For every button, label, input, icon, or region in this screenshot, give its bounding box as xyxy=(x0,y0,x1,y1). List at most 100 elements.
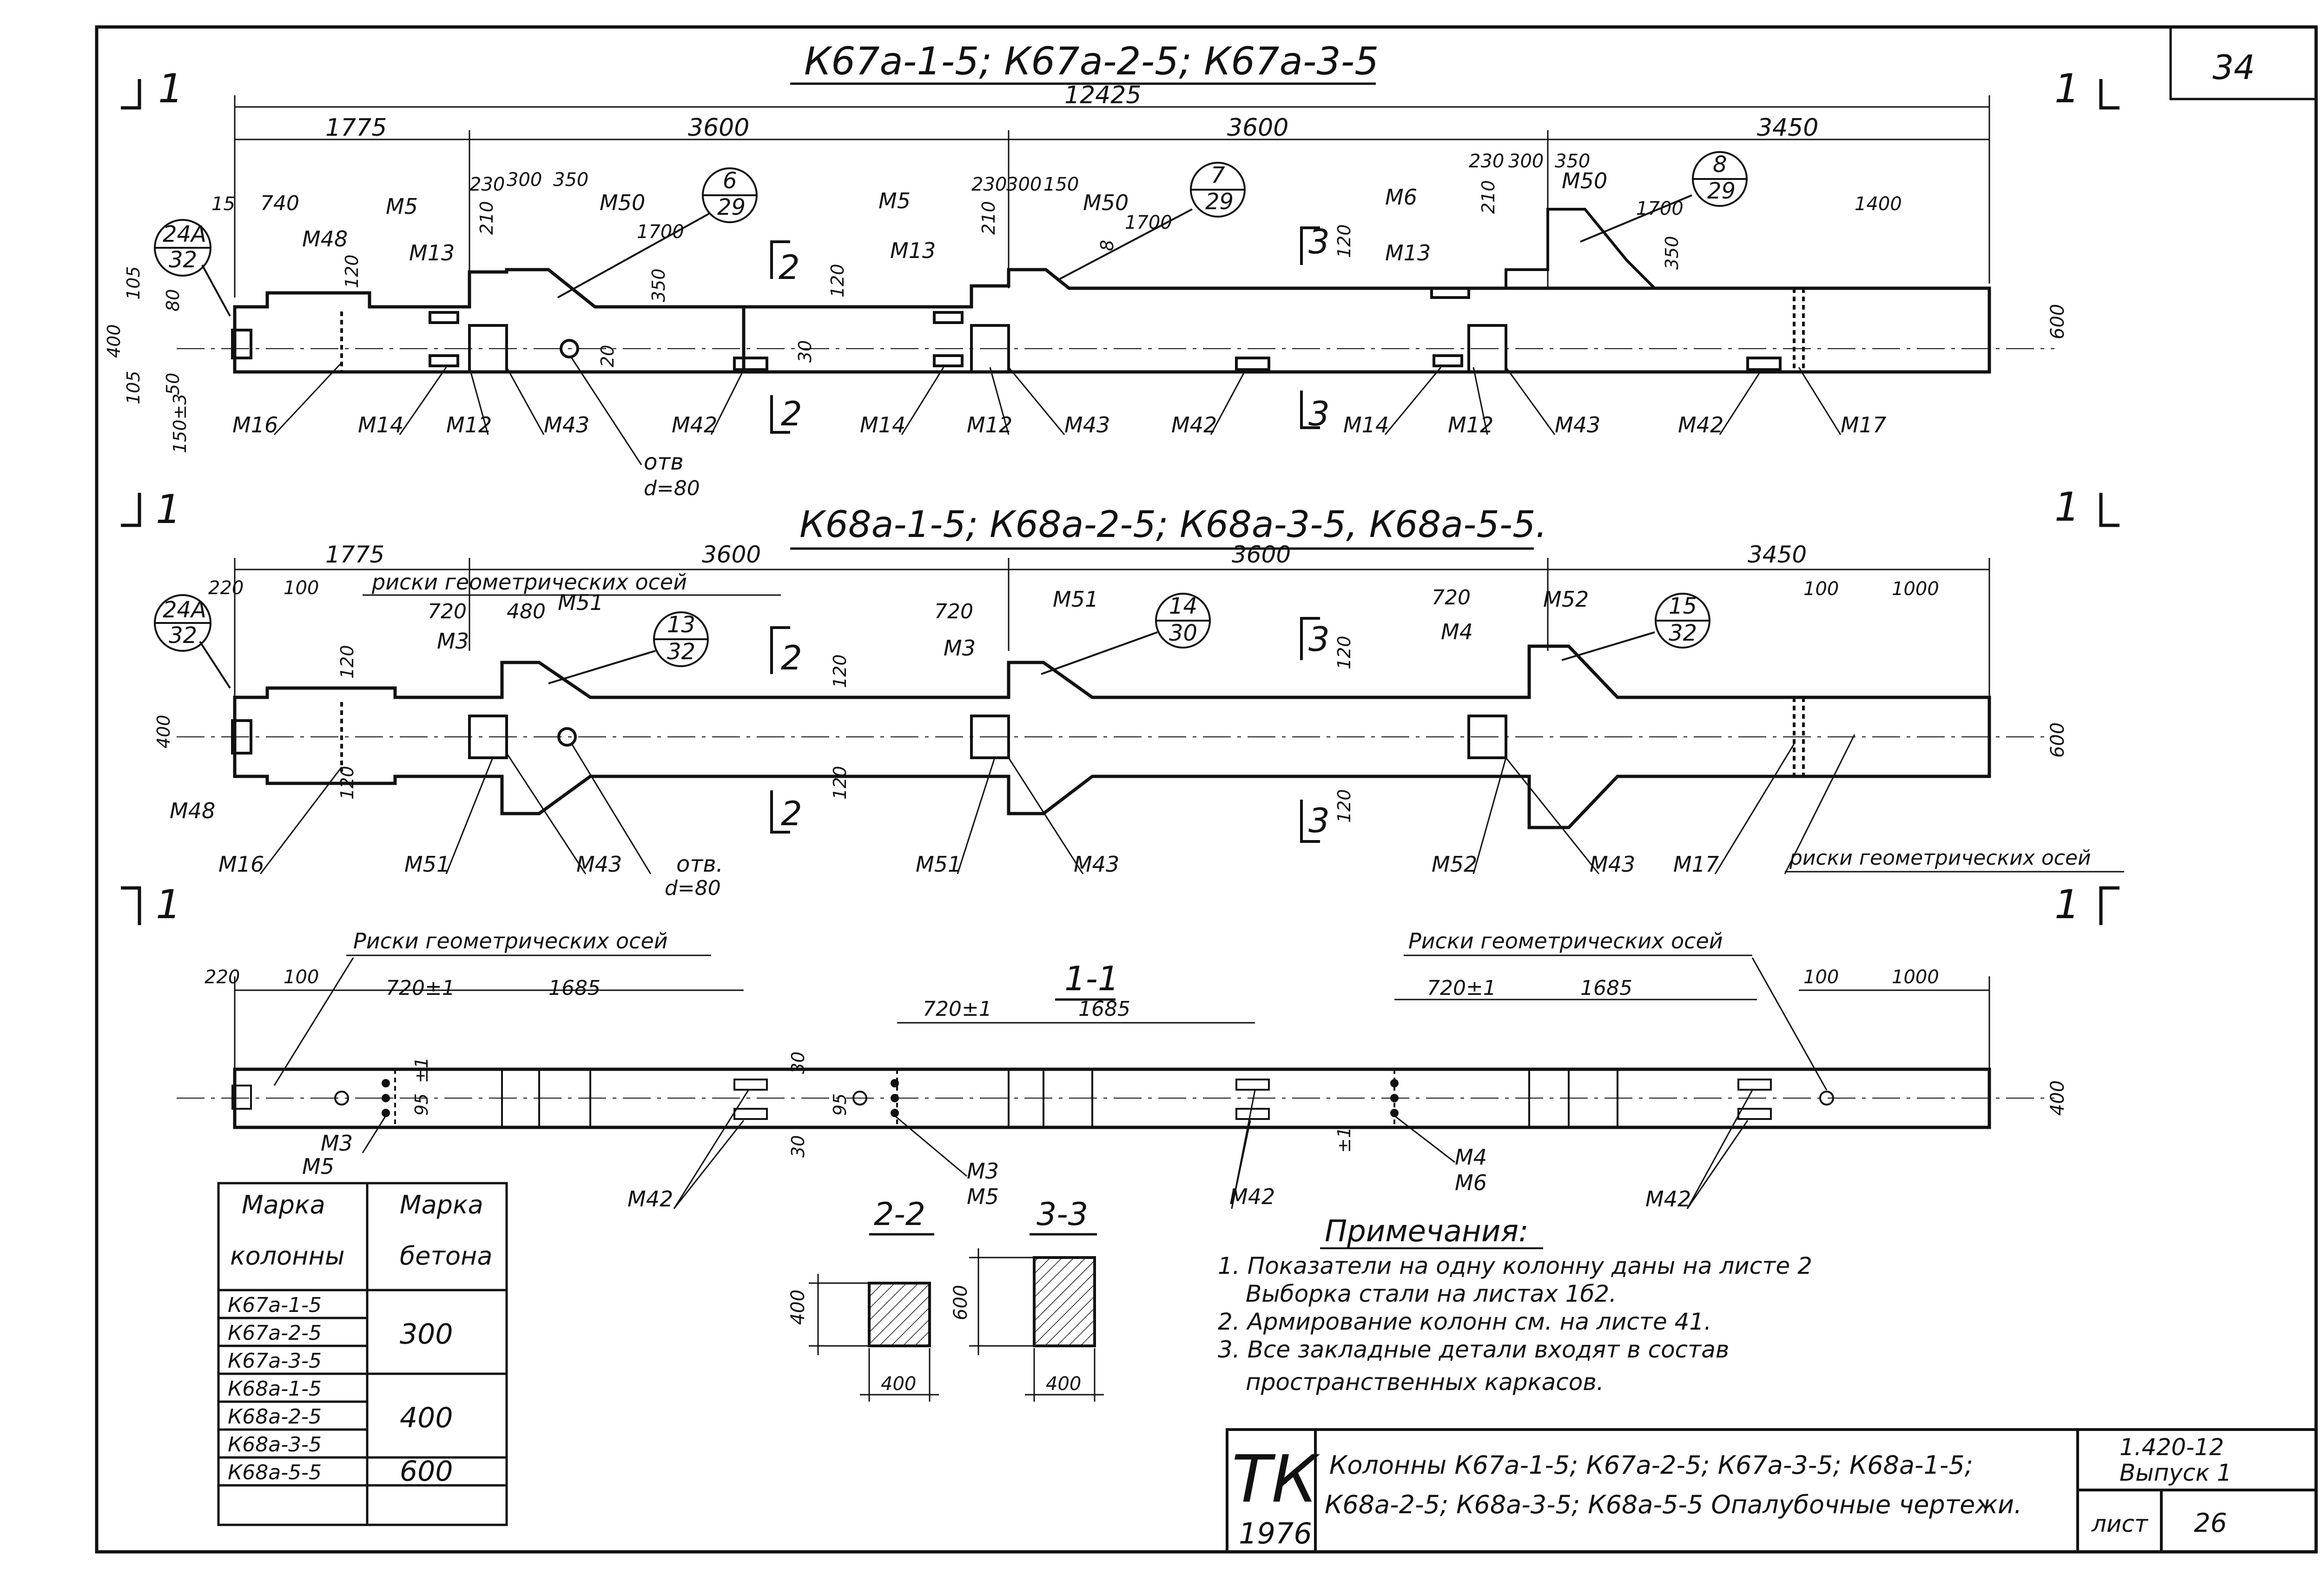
section-leaders xyxy=(273,957,1828,1209)
middle-view-title: К68а-1-5; К68а-2-5; К68а-3-5, К68а-5-5. xyxy=(799,504,1547,546)
callout-num: 24А xyxy=(163,597,206,623)
svg-text:400: 400 xyxy=(787,1290,809,1325)
title-line-2: К68а-2-5; К68а-3-5; К68а-5-5 Опалубочные… xyxy=(1325,1490,2022,1519)
label-m50: М50 xyxy=(1562,168,1607,193)
section-1-marker-top-right xyxy=(2099,79,2119,110)
section-1-1-title: 1-1 xyxy=(1064,959,1119,998)
label-m42: М42 xyxy=(1171,412,1217,437)
svg-text:220: 220 xyxy=(208,577,244,599)
dim-3450: 3450 xyxy=(1748,541,1807,568)
svg-text:М3: М3 xyxy=(967,1159,999,1184)
label-m17: М17 xyxy=(1673,852,1719,877)
cross-section-title: 3-3 xyxy=(1037,1196,1088,1233)
axis-label-middle-bottom: риски геометрических осей xyxy=(1789,846,2091,870)
hole-diameter: d=80 xyxy=(644,477,700,500)
svg-text:М42: М42 xyxy=(627,1186,673,1212)
view-section-1-1: 1-1 Риски геометрических осей Риски геом… xyxy=(177,928,2068,1212)
section-marks-top xyxy=(770,226,1320,434)
svg-text:100: 100 xyxy=(284,967,319,988)
label-m43: М43 xyxy=(1074,852,1119,877)
callout-num: 6 xyxy=(723,168,737,194)
dim-3600-b: 3600 xyxy=(1227,114,1288,142)
svg-text:720: 720 xyxy=(934,600,973,623)
svg-text:К67а-1-5: К67а-1-5 xyxy=(228,1293,322,1317)
label-m4: М4 xyxy=(1441,619,1473,644)
svg-text:105: 105 xyxy=(123,266,144,300)
label-m48: М48 xyxy=(302,226,348,252)
callout-den: 29 xyxy=(1205,189,1234,215)
svg-text:1700: 1700 xyxy=(1636,198,1684,219)
svg-text:К68а-3-5: К68а-3-5 xyxy=(228,1433,322,1457)
svg-text:400: 400 xyxy=(400,1402,453,1434)
svg-text:400: 400 xyxy=(153,715,174,748)
label-m51: М51 xyxy=(404,852,450,877)
vert-dims-middle: 120 400 120 120 120 120 120 600 xyxy=(153,636,2068,823)
hole-label: отв xyxy=(644,449,684,475)
svg-text:30: 30 xyxy=(788,1052,808,1074)
section-marks-middle xyxy=(770,617,1320,843)
svg-text:±1: ±1 xyxy=(411,1057,432,1083)
section-1-markers-low xyxy=(121,886,2119,925)
label-m5: М5 xyxy=(386,194,418,219)
label-m50: М50 xyxy=(600,190,645,215)
callouts-top xyxy=(154,151,1748,317)
svg-text:120: 120 xyxy=(1334,636,1354,669)
svg-text:М42: М42 xyxy=(1645,1186,1691,1212)
svg-text:±1: ±1 xyxy=(1334,1127,1354,1153)
svg-text:М5: М5 xyxy=(302,1154,334,1179)
callout-den: 32 xyxy=(1669,620,1697,646)
svg-text:1685: 1685 xyxy=(1580,976,1632,1000)
svg-text:К67а-2-5: К67а-2-5 xyxy=(228,1321,322,1345)
hole-diameter: d=80 xyxy=(665,876,721,900)
callout-den: 29 xyxy=(1707,178,1736,204)
svg-text:20: 20 xyxy=(597,345,618,367)
view-middle: К68а-1-5; К68а-2-5; К68а-3-5, К68а-5-5. … xyxy=(121,484,2124,928)
middle-dimension-lines xyxy=(234,558,1990,721)
svg-text:230: 230 xyxy=(971,174,1007,195)
label-m42: М42 xyxy=(672,412,717,437)
svg-text:120: 120 xyxy=(342,254,362,288)
label-m52: М52 xyxy=(1543,587,1589,612)
svg-text:600: 600 xyxy=(400,1455,453,1488)
label-m13: М13 xyxy=(1385,240,1431,265)
svg-text:120: 120 xyxy=(1334,224,1354,258)
label-m13: М13 xyxy=(409,240,455,265)
callout-den: 32 xyxy=(667,639,695,665)
section-3-mark: 3 xyxy=(1308,620,1330,659)
issue-number: Выпуск 1 xyxy=(2119,1459,2232,1486)
svg-text:600: 600 xyxy=(2047,304,2068,339)
svg-text:1000: 1000 xyxy=(1892,578,1939,600)
callout-num: 7 xyxy=(1211,162,1225,188)
svg-text:М42: М42 xyxy=(1229,1184,1275,1209)
svg-text:100: 100 xyxy=(1803,967,1839,988)
label-m6: М6 xyxy=(1385,185,1417,210)
label-m48: М48 xyxy=(170,798,215,823)
svg-text:120: 120 xyxy=(337,766,357,800)
notes-title: Примечания: xyxy=(1325,1214,1529,1249)
title-year: 1976 xyxy=(1239,1516,1312,1550)
svg-text:600: 600 xyxy=(2047,722,2068,758)
label-m3: М3 xyxy=(437,629,469,654)
section-dots xyxy=(382,1079,1399,1117)
label-m5: М5 xyxy=(878,188,911,213)
label-m43: М43 xyxy=(544,412,589,437)
label-m52: М52 xyxy=(1432,852,1477,877)
svg-text:К67а-3-5: К67а-3-5 xyxy=(228,1349,322,1373)
section-dims: 220 100 720±1 1685 720±1 1685 720±1 1685… xyxy=(205,967,1939,1021)
svg-text:120: 120 xyxy=(827,264,848,298)
callout-den: 32 xyxy=(169,247,197,273)
section-3-mark: 3 xyxy=(1308,394,1330,433)
section-1-label: 1 xyxy=(2054,484,2080,530)
note-line: пространственных каркасов. xyxy=(1246,1369,1604,1396)
svg-text:400: 400 xyxy=(1046,1373,1081,1395)
labels-lower-middle: М48 М16 М51 М43 М51 М43 М52 М43 М17 xyxy=(170,798,1719,877)
section-1-label: 1 xyxy=(2054,66,2080,112)
svg-text:30: 30 xyxy=(795,340,815,363)
section-1-label: 1 xyxy=(156,486,181,533)
dim-3600-a: 3600 xyxy=(688,114,749,142)
svg-text:100: 100 xyxy=(284,577,319,599)
svg-text:720: 720 xyxy=(428,600,467,623)
callout-den: 30 xyxy=(1169,620,1197,646)
svg-text:колонны: колонны xyxy=(230,1241,344,1271)
